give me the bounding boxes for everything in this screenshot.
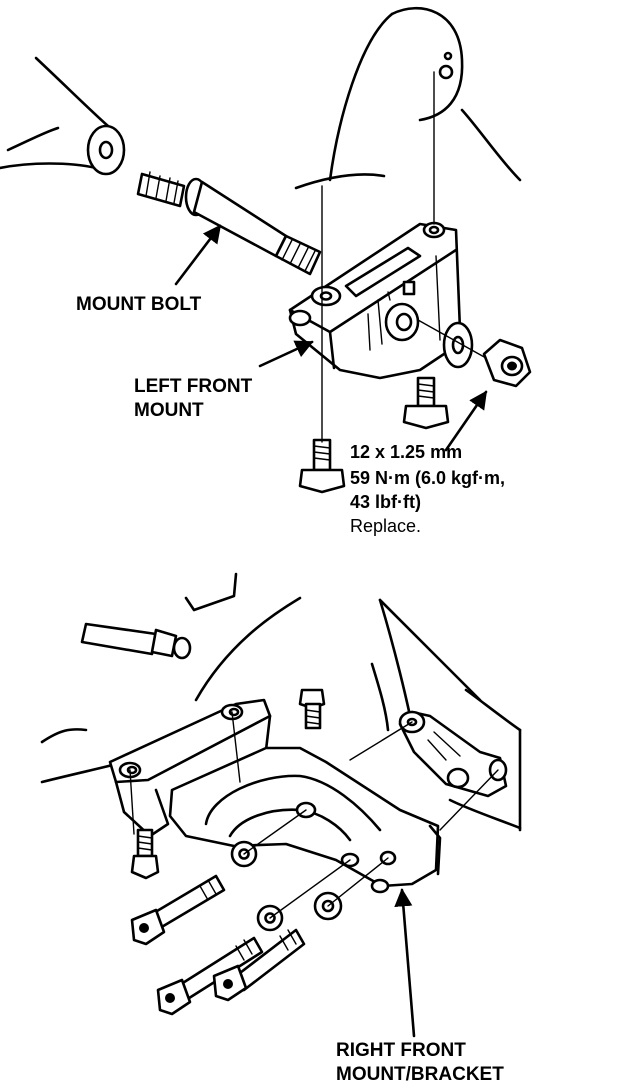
torque-imperial: 43 lbf·ft) xyxy=(350,492,421,512)
top-bolt xyxy=(298,688,326,730)
frame-arm xyxy=(0,56,126,176)
torque-size: 12 x 1.25 mm xyxy=(350,442,462,462)
right-front-mount-bracket xyxy=(168,746,442,894)
engine-bracket xyxy=(294,6,522,190)
torque-metric: 59 N·m (6.0 kgf·m, xyxy=(350,468,505,488)
mount-bolt-label: MOUNT BOLT xyxy=(76,294,202,315)
alignment-line-9 xyxy=(327,857,389,907)
mount-bolt-arrow xyxy=(174,224,222,286)
alignment-line-4 xyxy=(129,769,135,835)
torque-note: Replace. xyxy=(350,516,421,536)
hose xyxy=(80,622,192,660)
alignment-line-5 xyxy=(231,711,241,783)
long-bolts xyxy=(130,874,306,1016)
lower-bolts xyxy=(298,376,450,494)
left-small-bolt xyxy=(130,828,160,880)
washer-and-nut xyxy=(442,321,532,388)
left-front-mount xyxy=(288,221,462,380)
right-front-label-line1: RIGHT FRONT xyxy=(336,1040,466,1061)
left-front-label-line2: MOUNT xyxy=(134,400,204,421)
right-front-label-line2: MOUNT/BRACKET xyxy=(336,1064,504,1085)
mount-bolt xyxy=(136,171,322,276)
alignment-line-7 xyxy=(243,809,307,855)
engine-mount-bracket xyxy=(398,710,508,798)
alignment-line-6 xyxy=(349,721,413,761)
top-illustration: MOUNT BOLT LEFT FRONT MOUNT 12 x 1.25 mm… xyxy=(0,6,532,536)
alignment-line-10 xyxy=(439,769,499,831)
left-front-arrow xyxy=(258,340,314,368)
left-front-label-line1: LEFT FRONT xyxy=(134,376,253,397)
bottom-illustration: RIGHT FRONT MOUNT/BRACKET xyxy=(40,572,522,1085)
nut-arrow xyxy=(444,390,488,452)
right-front-arrow xyxy=(394,888,416,1038)
alignment-line-8 xyxy=(269,859,351,919)
alignment-line-3 xyxy=(417,319,487,359)
